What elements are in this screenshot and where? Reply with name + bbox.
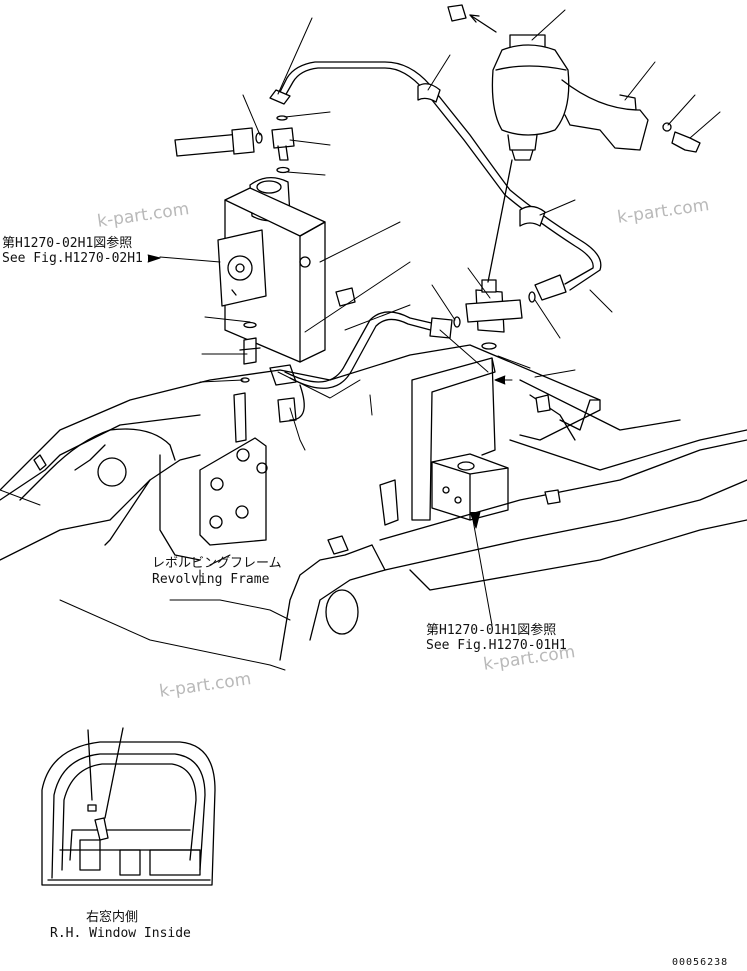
manifold-bracket [411, 357, 509, 521]
hose-top [269, 61, 602, 301]
fig-ref-1-ja: 第H1270-02H1図参照 [2, 236, 133, 251]
fig-ref-2-en: See Fig.H1270-01H1 [426, 638, 567, 653]
inset-label-ja: 右窓内側 [86, 910, 139, 925]
inset-label-en: R.H. Window Inside [50, 926, 191, 941]
frame-label-en: Revolving Frame [152, 572, 270, 587]
leader-lines [0, 9, 721, 671]
fig-ref-1-en: See Fig.H1270-02H1 [2, 251, 143, 266]
fittings-left [174, 115, 295, 174]
frame-label-ja: レボルビングフレーム [152, 556, 282, 571]
fittings-lower [233, 321, 297, 443]
drawing-code: 00056238 [672, 957, 729, 968]
valve-block [217, 177, 326, 363]
plate-left [199, 437, 268, 546]
fig-ref-2-ja: 第H1270-01H1図参照 [426, 623, 557, 638]
revolving-frame [0, 287, 747, 661]
accumulator [491, 34, 570, 161]
cab-window-inset [41, 727, 216, 886]
tee-fitting [465, 159, 536, 350]
cap-top [447, 4, 497, 33]
accumulator-bracket [561, 79, 701, 153]
hose-middle [284, 311, 461, 421]
